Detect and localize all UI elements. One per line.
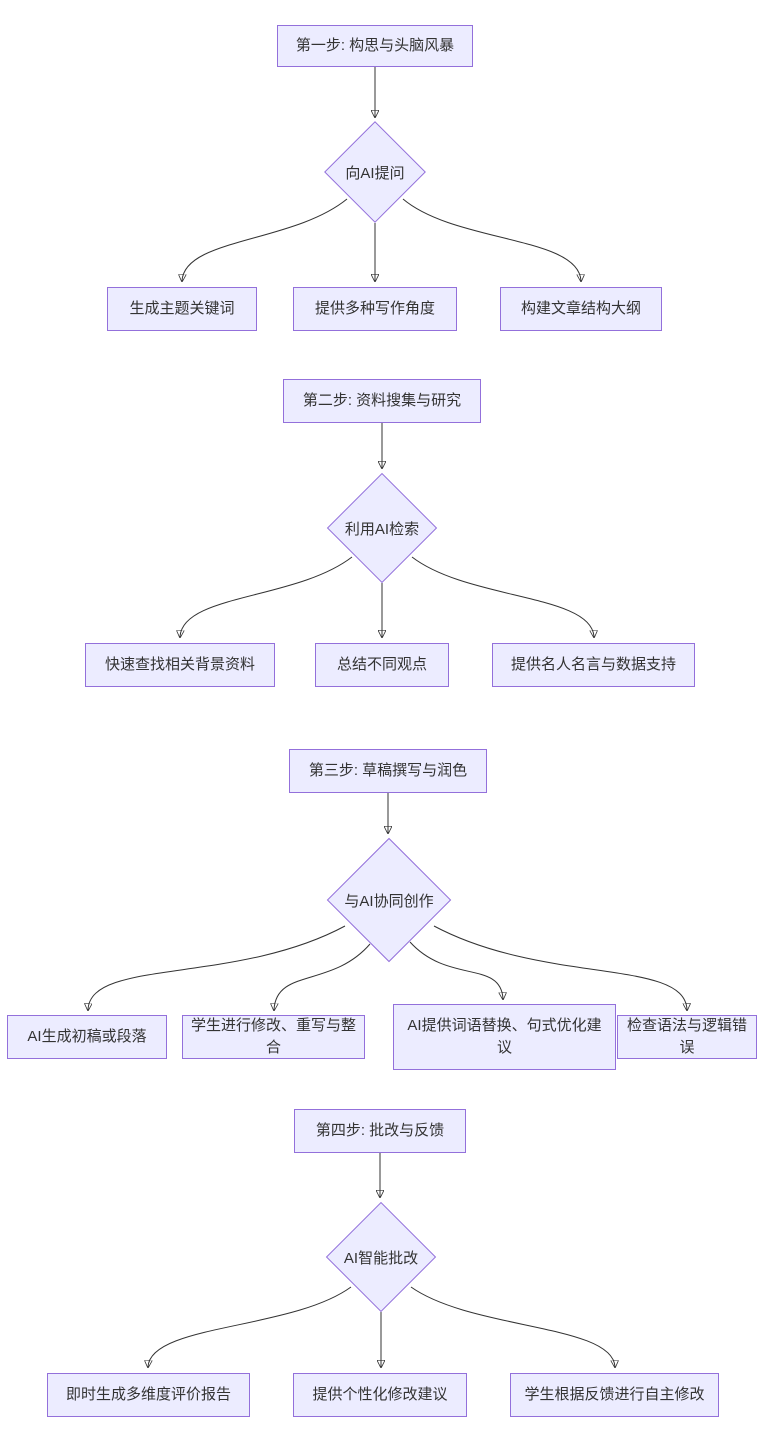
edge-decision3-output2 [274,943,371,1010]
step-2-box: 第二步: 资料搜集与研究 [283,379,481,423]
edge-decision4-output1 [148,1286,352,1367]
output-1-3-box: 构建文章结构大纲 [500,287,662,331]
edge-decision3-output1 [88,925,346,1010]
decision-4-diamond: AI智能批改 [325,1201,437,1313]
output-2-2-box: 总结不同观点 [315,643,449,687]
step-2-label: 第二步: 资料搜集与研究 [302,392,462,410]
step-4-box: 第四步: 批改与反馈 [294,1109,466,1153]
output-2-1-label: 快速查找相关背景资料 [104,656,255,674]
edge-decision3-output4 [433,925,687,1010]
output-3-2-box: 学生进行修改、重写与整合 [182,1015,365,1059]
output-3-1-label: AI生成初稿或段落 [27,1028,147,1046]
output-1-3-label: 构建文章结构大纲 [520,300,641,318]
edge-decision2-output3 [411,556,594,637]
output-3-3-box: AI提供词语替换、句式优化建议 [393,1004,616,1070]
decision-2-diamond: 利用AI检索 [326,472,438,584]
decision-3-diamond: 与AI协同创作 [326,837,452,963]
output-4-3-label: 学生根据反馈进行自主修改 [524,1386,705,1404]
decision-2-label: 利用AI检索 [344,520,420,538]
step-3-label: 第三步: 草稿撰写与润色 [308,762,468,780]
output-4-2-box: 提供个性化修改建议 [293,1373,467,1417]
output-4-1-label: 即时生成多维度评价报告 [65,1386,231,1404]
edge-decision2-output1 [180,556,353,637]
output-2-2-label: 总结不同观点 [336,656,427,674]
edge-decision1-output3 [402,198,581,281]
output-2-3-box: 提供名人名言与数据支持 [492,643,695,687]
edge-decision4-output3 [410,1286,615,1367]
step-1-label: 第一步: 构思与头脑风暴 [295,37,455,55]
decision-4-label: AI智能批改 [343,1249,419,1267]
output-1-1-label: 生成主题关键词 [129,300,235,318]
edge-decision3-output3 [409,941,503,999]
decision-3-label: 与AI协同创作 [344,892,434,910]
output-4-3-box: 学生根据反馈进行自主修改 [510,1373,719,1417]
output-1-2-box: 提供多种写作角度 [293,287,457,331]
step-4-label: 第四步: 批改与反馈 [315,1122,445,1140]
decision-1-label: 向AI提问 [345,164,405,182]
output-3-2-label: 学生进行修改、重写与整合 [191,1017,357,1056]
output-3-4-box: 检查语法与逻辑错误 [617,1015,757,1059]
output-1-1-box: 生成主题关键词 [107,287,257,331]
step-3-box: 第三步: 草稿撰写与润色 [289,749,487,793]
output-2-3-label: 提供名人名言与数据支持 [510,656,676,674]
output-4-2-label: 提供个性化修改建议 [312,1386,448,1404]
output-1-2-label: 提供多种写作角度 [314,300,435,318]
edge-decision1-output1 [182,198,348,281]
step-1-box: 第一步: 构思与头脑风暴 [277,25,473,67]
output-4-1-box: 即时生成多维度评价报告 [47,1373,250,1417]
output-3-3-label: AI提供词语替换、句式优化建议 [407,1017,602,1056]
output-2-1-box: 快速查找相关背景资料 [85,643,275,687]
output-3-1-box: AI生成初稿或段落 [7,1015,167,1059]
output-3-4-label: 检查语法与逻辑错误 [626,1017,747,1056]
decision-1-diamond: 向AI提问 [324,121,426,223]
